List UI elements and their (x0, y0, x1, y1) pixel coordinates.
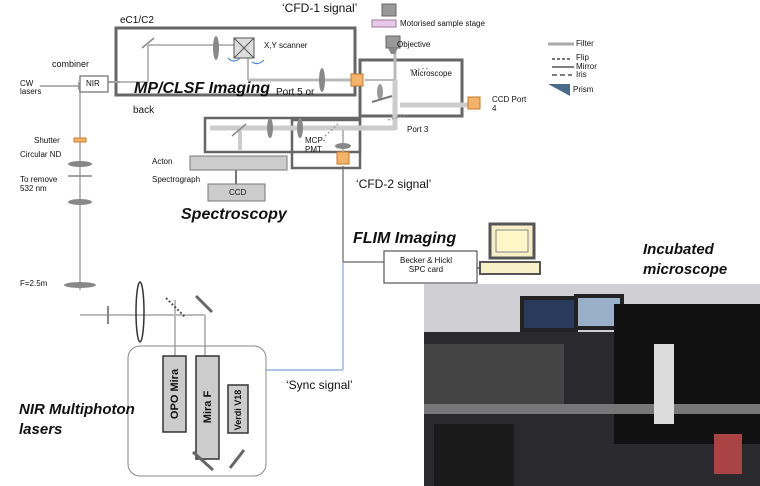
objective-label: Objective (397, 40, 431, 49)
ec1-label: eC1/C2 (120, 15, 154, 26)
port5-label: Port 5 or (276, 87, 315, 98)
nir-box-label: NIR (86, 79, 100, 88)
mp-clsf-label: MP/CLSF Imaging (134, 80, 270, 97)
microscope-label: Microscope (411, 69, 452, 78)
to-remove-label: To remove 532 nm (20, 175, 58, 194)
verdi-label: Verdi V18 (233, 389, 243, 431)
laser-enclosure (127, 345, 267, 477)
legend-filter: Filter (576, 39, 594, 48)
spectroscopy-label: Spectroscopy (181, 206, 287, 223)
mira-f-laser (195, 355, 220, 460)
cfd1-label: ‘CFD-1 signal’ (282, 1, 358, 15)
legend-mirror: Mirror (576, 62, 597, 71)
detector-port5 (350, 73, 364, 87)
mira-f-label: Mira F (202, 390, 214, 424)
spectrograph-label: Spectrograph (152, 175, 201, 184)
detector-top (381, 3, 397, 17)
shutter-label: Shutter (34, 136, 60, 145)
focal-label: F=2.5m (20, 279, 48, 288)
port3-label: Port 3 (407, 125, 429, 134)
opo-mira-laser (162, 355, 187, 433)
stage-label: Motorised sample stage (400, 19, 485, 28)
microscope-box (358, 58, 464, 118)
scanner-label: X,Y scanner (264, 41, 308, 50)
spc-card-box (383, 250, 478, 284)
mcp-pmt-label: MCP- PMT (305, 136, 326, 155)
nir-combiner-box (79, 75, 109, 93)
sync-label: ‘Sync signal’ (286, 378, 353, 392)
lab-photo (424, 284, 760, 486)
cw-lasers-label: CW lasers (20, 79, 42, 97)
legend-prism: Prism (573, 85, 594, 94)
cfd2-label: ‘CFD-2 signal’ (356, 177, 432, 191)
circular-nd-label: Circular ND (20, 150, 62, 159)
detector-mcp (336, 151, 350, 165)
spc-card-label: Becker & Hickl SPC card (400, 256, 453, 275)
detector-ccd (467, 96, 481, 110)
legend-flip: Flip (576, 53, 589, 62)
spectrograph-box (189, 155, 288, 171)
stage-rect (371, 19, 397, 28)
opo-mira-label: OPO Mira (169, 368, 181, 420)
ec1-box (114, 26, 357, 97)
lab-photo-illustration (424, 284, 760, 486)
legend-iris: Iris (576, 70, 587, 79)
nir-multiphoton-label: NIR Multiphoton lasers (19, 401, 135, 438)
back-label: back (133, 105, 155, 116)
ccd-label: CCD (229, 188, 247, 197)
flim-label: FLIM Imaging (353, 230, 457, 247)
ccd-port-label: CCD Port 4 (492, 95, 527, 113)
combiner-label: combiner (52, 59, 90, 69)
acton-label: Acton (152, 157, 173, 166)
incubated-label: Incubated microscope (643, 241, 728, 278)
keyboard (479, 261, 541, 275)
mcp-pmt-box (290, 118, 362, 170)
verdi-laser (227, 384, 249, 434)
